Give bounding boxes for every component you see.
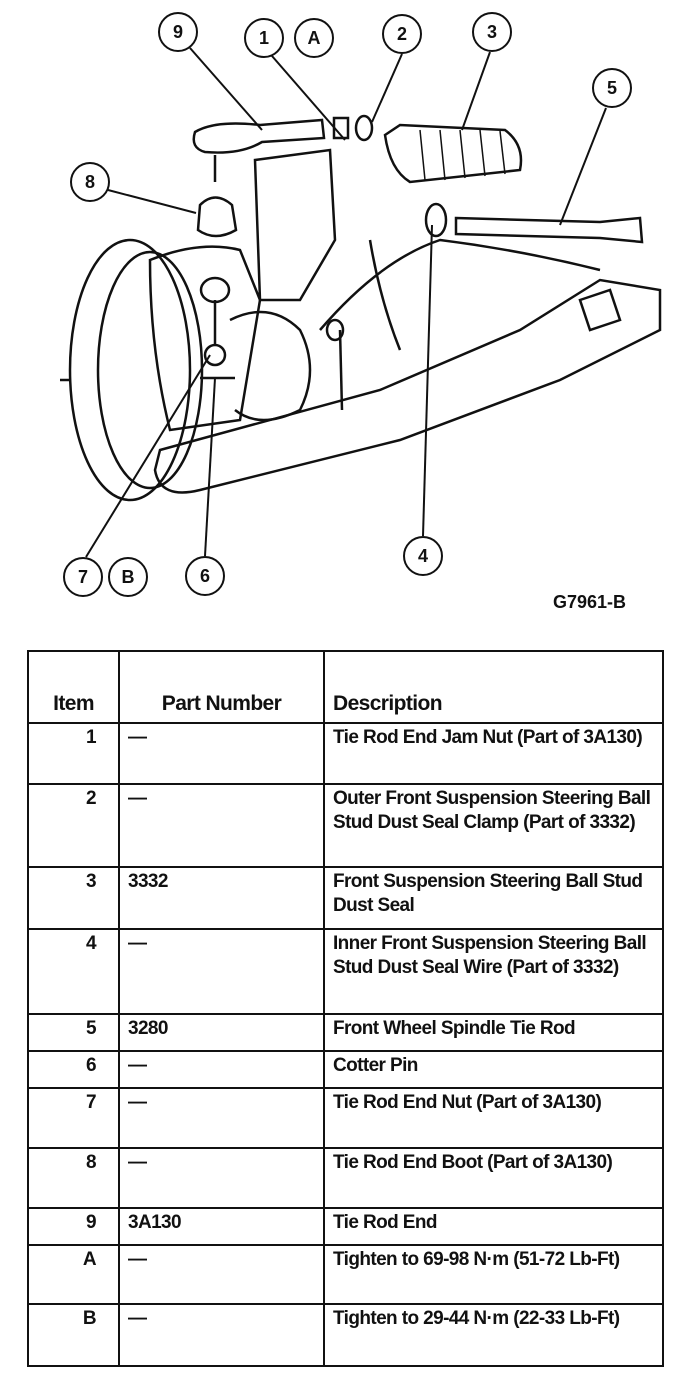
cell-part-number: — xyxy=(118,1244,325,1305)
table-row: 6—Cotter Pin xyxy=(27,1050,664,1089)
header-part-number: Part Number xyxy=(118,650,325,724)
exploded-view-diagram: 9 1 A 2 3 5 8 4 7 B 6 G7961-B xyxy=(0,0,688,630)
callout-5: 5 xyxy=(592,68,632,108)
suspension-line-art xyxy=(60,47,662,558)
cell-item: 7 xyxy=(27,1087,120,1149)
callout-a: A xyxy=(294,18,334,58)
header-item: Item xyxy=(27,650,120,724)
cell-item: 9 xyxy=(27,1207,120,1246)
cell-item: 3 xyxy=(27,866,120,930)
cell-description: Tighten to 69-98 N·m (51-72 Lb-Ft) xyxy=(323,1244,664,1305)
cell-part-number: — xyxy=(118,1303,325,1367)
parts-table: Item Part Number Description 1—Tie Rod E… xyxy=(27,650,664,1367)
callout-2: 2 xyxy=(382,14,422,54)
callout-7: 7 xyxy=(63,557,103,597)
figure-id: G7961-B xyxy=(553,592,627,612)
leader-lines xyxy=(85,47,607,558)
cell-part-number: — xyxy=(118,783,325,868)
cell-description: Tie Rod End Nut (Part of 3A130) xyxy=(323,1087,664,1149)
cell-part-number: — xyxy=(118,928,325,1015)
cell-item: 4 xyxy=(27,928,120,1015)
cell-part-number: — xyxy=(118,722,325,785)
header-description: Description xyxy=(323,650,664,724)
cell-part-number: — xyxy=(118,1147,325,1209)
table-row: B—Tighten to 29-44 N·m (22-33 Lb-Ft) xyxy=(27,1303,664,1367)
cell-item: 1 xyxy=(27,722,120,785)
cell-description: Cotter Pin xyxy=(323,1050,664,1089)
cell-description: Inner Front Suspension Steering Ball Stu… xyxy=(323,928,664,1015)
cell-item: 6 xyxy=(27,1050,120,1089)
cell-part-number: 3280 xyxy=(118,1013,325,1052)
callout-6: 6 xyxy=(185,556,225,596)
callout-8: 8 xyxy=(70,162,110,202)
callout-3: 3 xyxy=(472,12,512,52)
cell-description: Front Wheel Spindle Tie Rod xyxy=(323,1013,664,1052)
table-row: 8—Tie Rod End Boot (Part of 3A130) xyxy=(27,1147,664,1209)
callout-b: B xyxy=(108,557,148,597)
cell-part-number: 3A130 xyxy=(118,1207,325,1246)
cell-description: Tie Rod End Jam Nut (Part of 3A130) xyxy=(323,722,664,785)
table-row: 7—Tie Rod End Nut (Part of 3A130) xyxy=(27,1087,664,1149)
cell-description: Tie Rod End xyxy=(323,1207,664,1246)
cell-part-number: 3332 xyxy=(118,866,325,930)
cell-description: Outer Front Suspension Steering Ball Stu… xyxy=(323,783,664,868)
table-header-row: Item Part Number Description xyxy=(27,650,664,724)
cell-item: 8 xyxy=(27,1147,120,1209)
cell-description: Front Suspension Steering Ball Stud Dust… xyxy=(323,866,664,930)
callout-9: 9 xyxy=(158,12,198,52)
table-row: A—Tighten to 69-98 N·m (51-72 Lb-Ft) xyxy=(27,1244,664,1305)
cell-description: Tighten to 29-44 N·m (22-33 Lb-Ft) xyxy=(323,1303,664,1367)
table-row: 4—Inner Front Suspension Steering Ball S… xyxy=(27,928,664,1015)
cell-part-number: — xyxy=(118,1050,325,1089)
table-row: 2—Outer Front Suspension Steering Ball S… xyxy=(27,783,664,868)
cell-part-number: — xyxy=(118,1087,325,1149)
table-row: 1—Tie Rod End Jam Nut (Part of 3A130) xyxy=(27,722,664,785)
callout-1: 1 xyxy=(244,18,284,58)
cell-item: A xyxy=(27,1244,120,1305)
cell-item: 5 xyxy=(27,1013,120,1052)
cell-description: Tie Rod End Boot (Part of 3A130) xyxy=(323,1147,664,1209)
cell-item: B xyxy=(27,1303,120,1367)
cell-item: 2 xyxy=(27,783,120,868)
callout-4: 4 xyxy=(403,536,443,576)
